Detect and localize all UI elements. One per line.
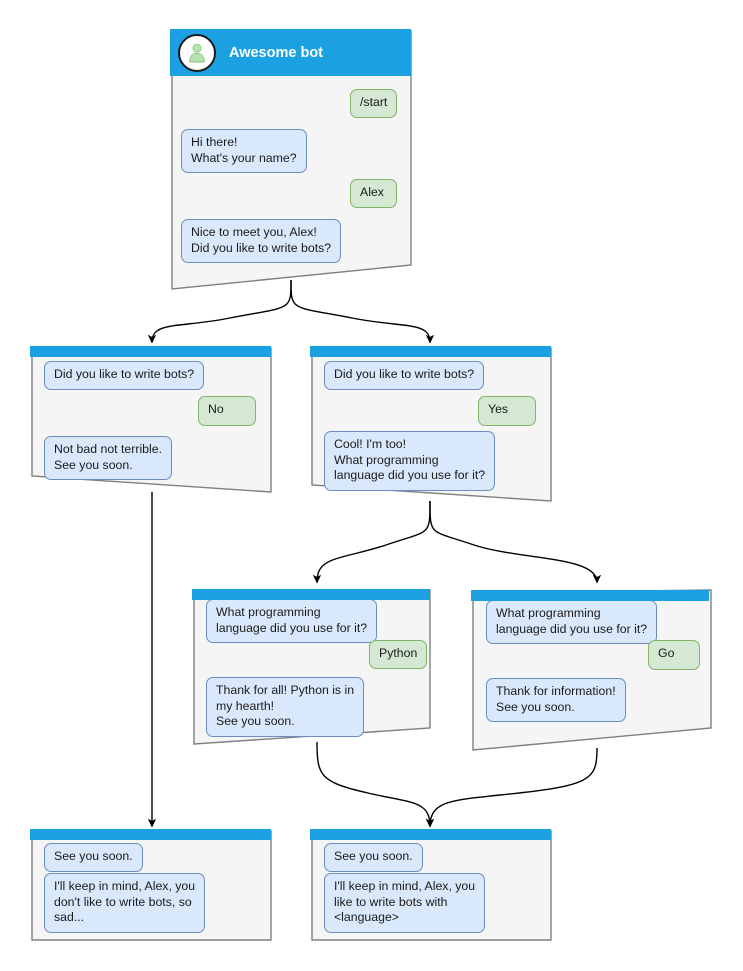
page-title: Awesome bot [229,44,324,61]
chat-window-end-sad[interactable]: See you soon. I'll keep in mind, Alex, y… [30,829,273,942]
message-bubble-user[interactable]: No [198,396,256,426]
connector-yes-to-go [429,500,602,584]
message-bubble-bot[interactable]: I'll keep in mind, Alex, you don't like … [44,873,206,933]
connector-python-to-end-happy [316,741,435,828]
message-bubble-bot[interactable]: Did you like to write bots? [324,361,485,390]
chat-header-bar [310,346,551,357]
message-bubble-bot[interactable]: Cool! I'm too! What programming language… [324,431,496,491]
chat-header-bar [471,590,709,601]
connector-go-to-end-happy [425,747,598,828]
person-glyph [189,43,205,62]
message-bubble-bot[interactable]: What programming language did you use fo… [486,600,658,644]
chat-window-branch-no[interactable]: Did you like to write bots? No Not bad n… [30,346,273,494]
chat-header-bar [30,829,271,840]
message-bubble-bot[interactable]: I'll keep in mind, Alex, you like to wri… [324,873,486,933]
chat-window-branch-go[interactable]: What programming language did you use fo… [471,586,713,752]
message-bubble-bot[interactable]: Did you like to write bots? [44,361,205,390]
chat-header: Awesome bot [170,29,411,76]
message-bubble-bot[interactable]: What programming language did you use fo… [206,599,378,643]
message-bubble-bot[interactable]: Thank for all! Python is in my hearth! S… [206,677,365,737]
message-bubble-user[interactable]: Go [648,640,700,670]
chat-window-branch-yes[interactable]: Did you like to write bots? Yes Cool! I'… [310,346,553,503]
message-bubble-user[interactable]: Yes [478,396,536,426]
message-bubble-user[interactable]: Alex [350,179,397,208]
chat-header-bar [310,829,551,840]
message-bubble-bot[interactable]: Nice to meet you, Alex! Did you like to … [181,219,342,263]
message-bubble-bot[interactable]: See you soon. [44,843,143,872]
chat-window-root[interactable]: Awesome bot /start Hi there! What's your… [170,29,413,291]
message-bubble-bot[interactable]: Not bad not terrible. See you soon. [44,436,173,480]
connector-yes-to-python [312,500,431,584]
message-bubble-user[interactable]: /start [350,89,398,118]
message-bubble-bot[interactable]: Hi there! What's your name? [181,129,307,173]
message-bubble-bot[interactable]: Thank for information! See you soon. [486,678,626,722]
message-bubble-user[interactable]: Python [369,640,428,669]
chat-window-branch-python[interactable]: What programming language did you use fo… [192,586,432,746]
chat-window-end-happy[interactable]: See you soon. I'll keep in mind, Alex, y… [310,829,553,942]
person-avatar-icon [178,33,216,72]
chat-header-bar [192,589,430,600]
chat-header-bar [30,346,271,357]
message-bubble-bot[interactable]: See you soon. [324,843,423,872]
